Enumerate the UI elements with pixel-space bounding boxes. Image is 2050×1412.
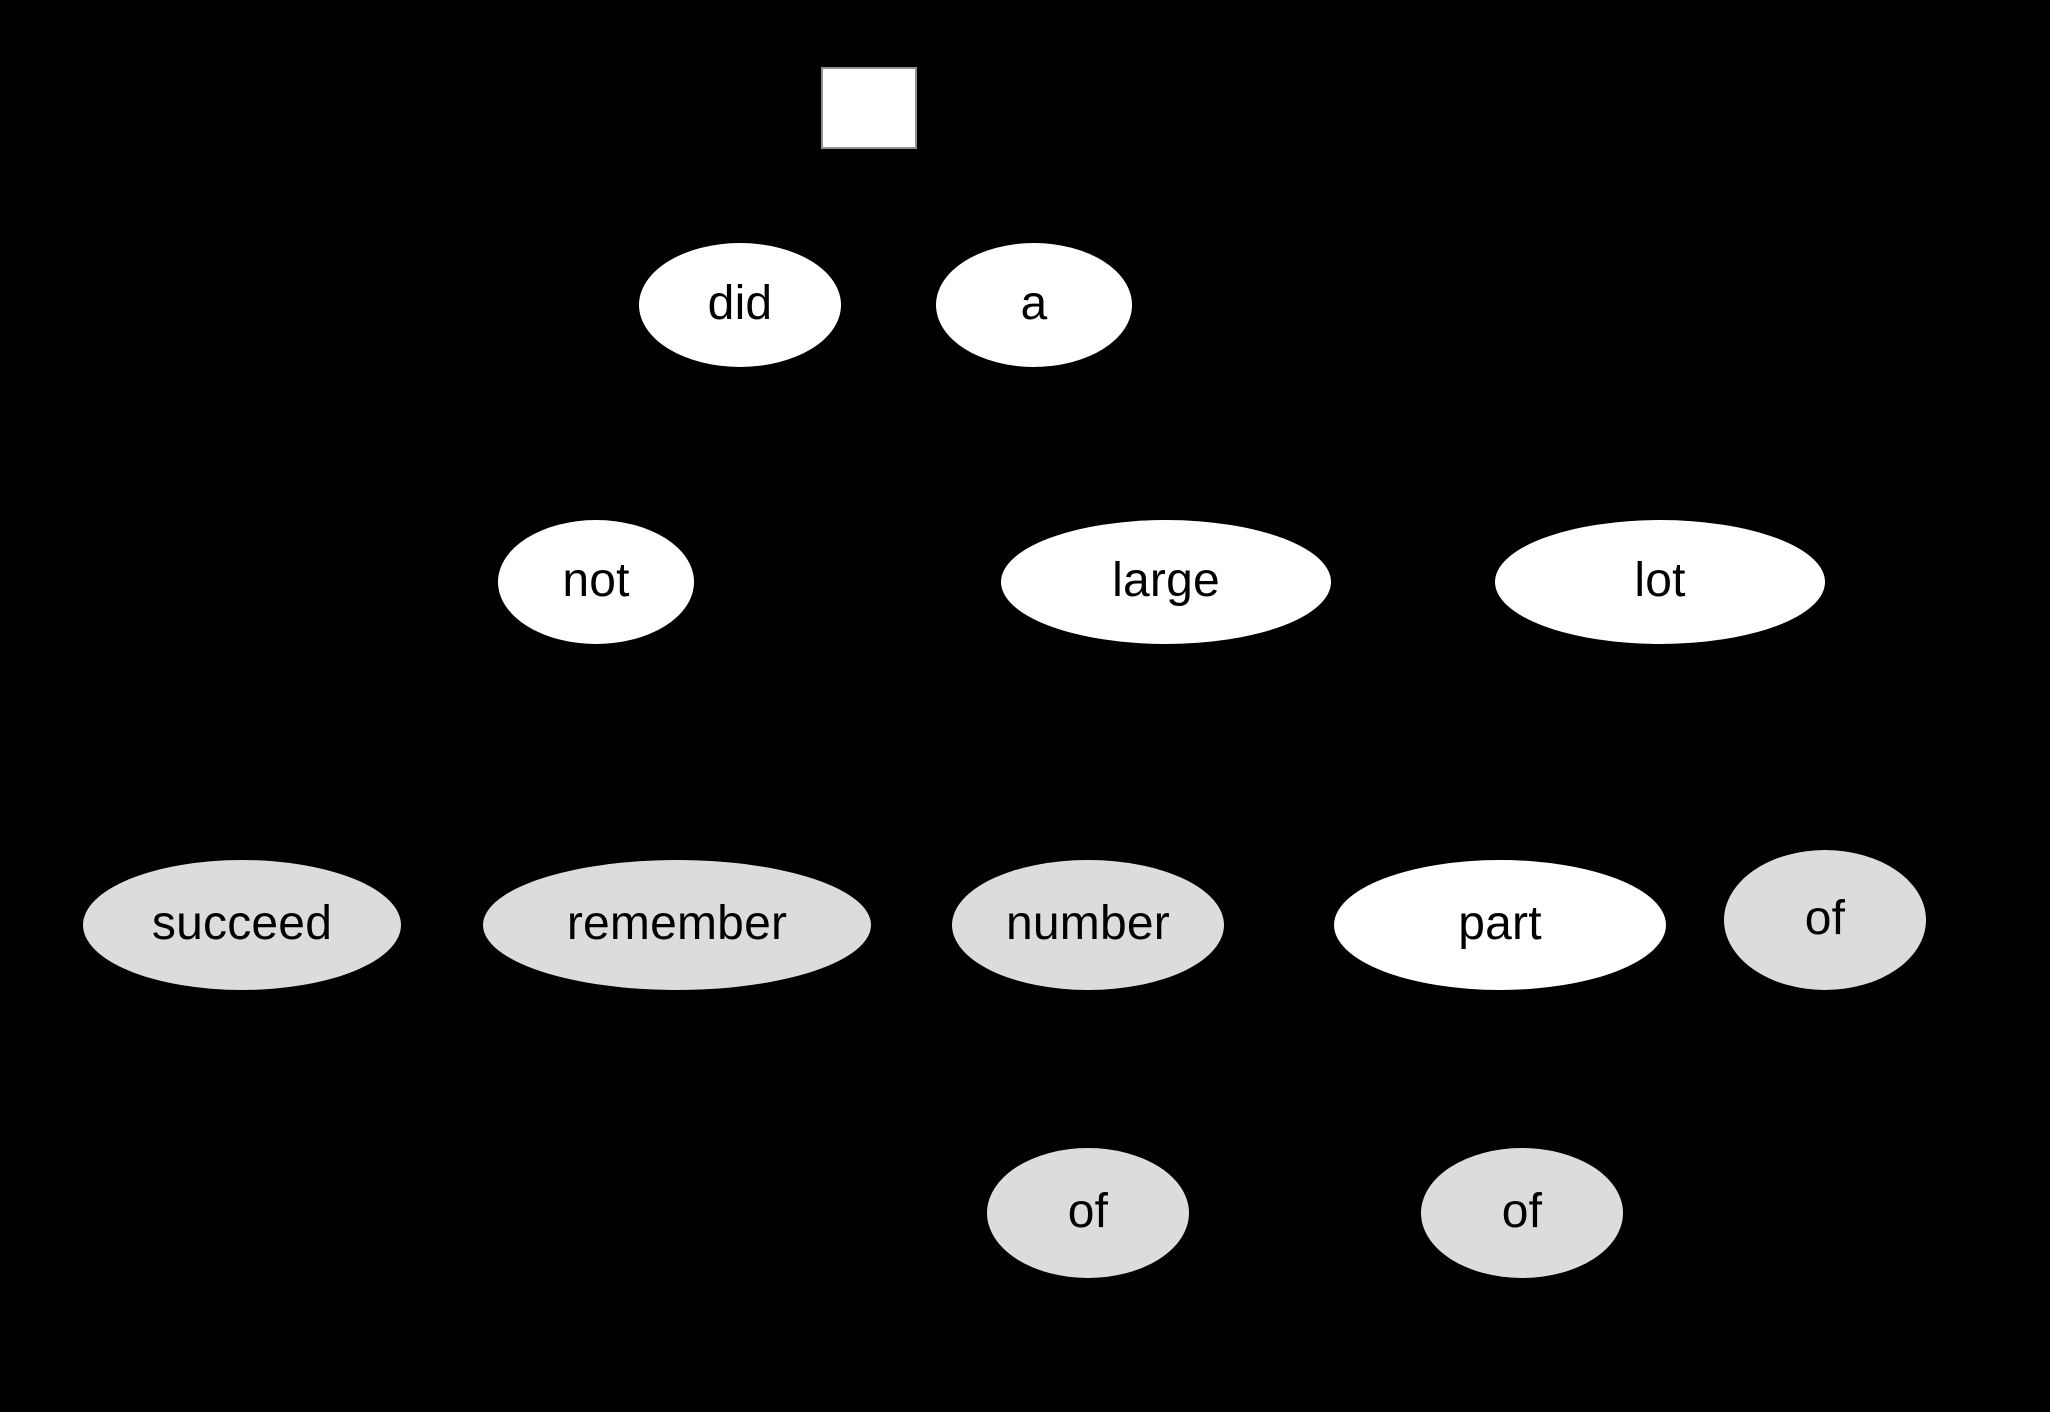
graph-node-label-succeed: succeed <box>151 897 333 950</box>
graph-node-of-row4-right[interactable]: of <box>1421 1148 1623 1278</box>
graph-node-did[interactable]: did <box>639 243 841 367</box>
graph-node-lot[interactable]: lot <box>1495 520 1825 644</box>
graph-node-of-row4-left[interactable]: of <box>987 1148 1189 1278</box>
graph-node-succeed[interactable]: succeed <box>83 860 401 990</box>
graph-node-remember[interactable]: remember <box>483 860 871 990</box>
graph-node-number[interactable]: number <box>952 860 1224 990</box>
graph-node-label-number: number <box>1006 897 1170 950</box>
graph-node-part[interactable]: part <box>1334 860 1666 990</box>
graph-node-label-large: large <box>1112 554 1220 607</box>
graph-node-label-not: not <box>562 554 630 607</box>
graph-node-label-lot: lot <box>1634 554 1686 607</box>
graph-node-label-of-row3: of <box>1804 892 1846 945</box>
graph-node-not[interactable]: not <box>498 520 694 644</box>
graph-node-label-of-row4-right: of <box>1501 1185 1543 1238</box>
graph-node-label-a: a <box>1020 277 1048 330</box>
graph-node-label-did: did <box>707 277 773 330</box>
graph-node-label-remember: remember <box>566 897 788 950</box>
graph-node-root-box[interactable] <box>821 67 917 149</box>
graph-node-a[interactable]: a <box>936 243 1132 367</box>
graph-node-label-of-row4-left: of <box>1067 1185 1109 1238</box>
graph-node-of-row3[interactable]: of <box>1724 850 1926 990</box>
graph-node-large[interactable]: large <box>1001 520 1331 644</box>
graph-node-label-part: part <box>1458 897 1542 950</box>
